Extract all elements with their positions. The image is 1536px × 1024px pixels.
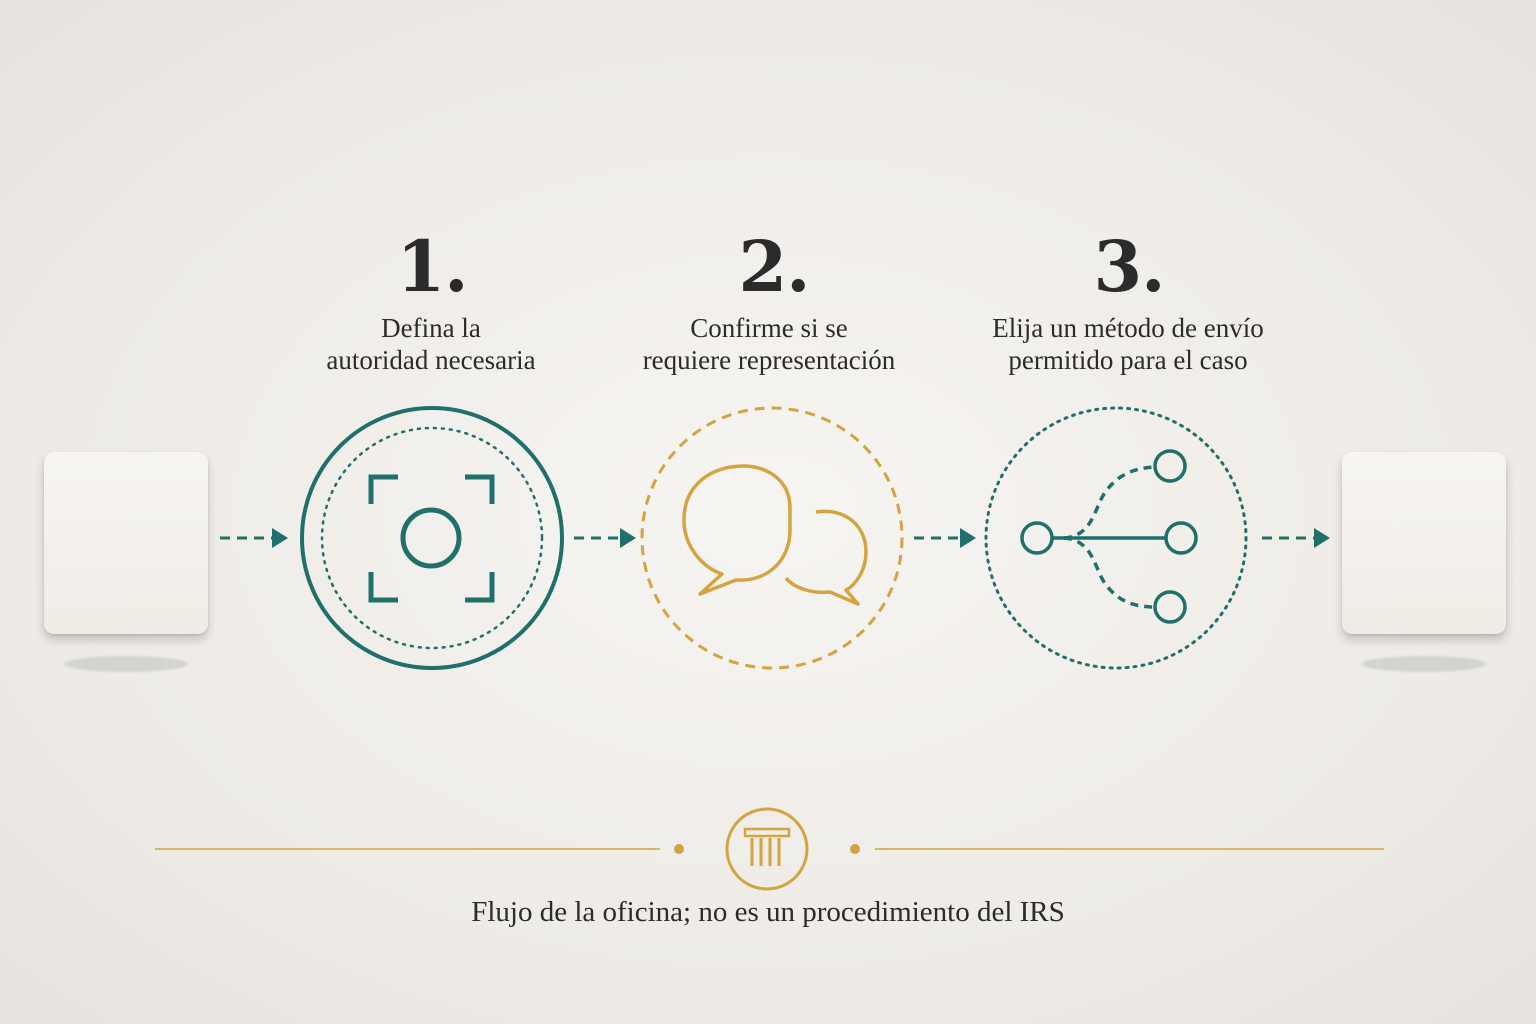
branching-options-icon: [1020, 449, 1198, 624]
chat-bubbles-icon: [682, 464, 868, 606]
step-2-label: Confirme si se requiere representación: [589, 312, 949, 376]
arrow-step-1-to-step-2: [574, 528, 636, 548]
step-2-circle: [640, 406, 904, 670]
start-card: [44, 452, 208, 634]
step-2-label-line-2: requiere representación: [642, 345, 896, 375]
step-1-circle: [300, 406, 564, 670]
arrow-start-to-step-1: [220, 528, 288, 548]
footer-note: Flujo de la oficina; no es un procedimie…: [471, 896, 1065, 928]
end-card-shadow: [1362, 656, 1486, 672]
step-3-circle: [984, 406, 1248, 670]
step-2-label-line-1: Confirme si se: [690, 313, 848, 343]
step-3-label: Elija un método de envío permitido para …: [948, 312, 1308, 376]
step-3-number: 3.: [1093, 225, 1165, 308]
column-pillar-icon: [725, 807, 809, 891]
footer-divider: [155, 844, 1384, 854]
step-1-label-line-1: Defina la: [381, 313, 481, 343]
start-card-shadow: [64, 656, 188, 672]
end-card: [1342, 452, 1506, 634]
step-3-label-line-2: permitido para el caso: [1008, 345, 1248, 375]
step-1-number: 1.: [396, 225, 468, 308]
step-1-label: Defina la autoridad necesaria: [251, 312, 611, 376]
step-2-number: 2.: [738, 225, 810, 308]
focus-target-icon: [368, 474, 495, 603]
step-3-label-line-1: Elija un método de envío: [992, 313, 1264, 343]
step-1-label-line-2: autoridad necesaria: [326, 345, 536, 375]
arrow-step-3-to-end: [1262, 528, 1330, 548]
arrow-step-2-to-step-3: [914, 528, 976, 548]
